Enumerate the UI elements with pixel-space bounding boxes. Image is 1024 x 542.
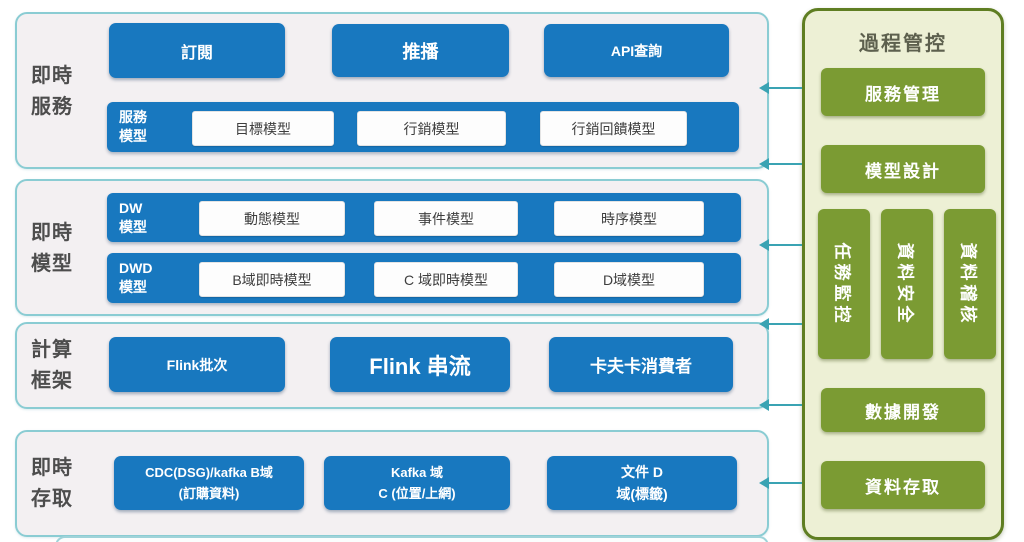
data-security-node: 資料安全 [881, 209, 933, 359]
service-management-node: 服務管理 [821, 68, 985, 116]
section-label-line1: 計算 [31, 339, 73, 361]
arrowhead-icon [759, 82, 769, 94]
task-monitoring-node: 任務監控 [818, 209, 870, 359]
kafka-consumer-node: 卡夫卡消費者 [549, 337, 733, 392]
data-access-node: 資料存取 [821, 461, 985, 509]
section-realtime-access: 即時 存取 CDC(DSG)/kafka B域 (訂購資料) Kafka 域 C… [15, 430, 769, 537]
node-line2: C (位置/上網) [378, 486, 456, 501]
dwd-model-bar: DWD 模型 B域即時模型 C 域即時模型 D域模型 [107, 253, 741, 303]
section-realtime-model: 即時 模型 DW 模型 動態模型 事件模型 時序模型 DWD 模型 B域即時模型… [15, 179, 769, 316]
section-realtime-service: 即時 服務 訂閱 推播 API查詢 服務 模型 目標模型 行銷模型 行銷回饋模型 [15, 12, 769, 169]
cropped-next-section-edge [55, 536, 769, 542]
section-label-line1: 即時 [31, 457, 73, 479]
arrowhead-icon [759, 477, 769, 489]
node-line2: (訂購資料) [178, 486, 240, 501]
service-model-bar: 服務 模型 目標模型 行銷模型 行銷回饋模型 [107, 102, 739, 152]
cdc-kafka-b-domain-node: CDC(DSG)/kafka B域 (訂購資料) [114, 456, 304, 510]
subscribe-node: 訂閱 [109, 23, 285, 78]
node-line2: 域(標籤) [616, 486, 668, 502]
vertical-label: 資料安全 [895, 242, 915, 326]
flink-streaming-node: Flink 串流 [330, 337, 510, 392]
model-design-node: 模型設計 [821, 145, 985, 193]
process-control-panel: 過程管控 服務管理 模型設計 任務監控 資料安全 資料稽核 數據開發 資料存取 [802, 8, 1004, 540]
flow-arrow [759, 239, 802, 251]
section-label-line1: 即時 [31, 222, 73, 244]
section-label-computing-framework: 計算 框架 [31, 335, 73, 397]
dynamic-model-node: 動態模型 [199, 201, 345, 236]
node-line1: Kafka 域 [390, 465, 444, 480]
flow-arrow [759, 158, 802, 170]
arrowhead-icon [759, 239, 769, 251]
section-label-realtime-model: 即時 模型 [31, 218, 73, 280]
c-domain-realtime-model-node: C 域即時模型 [374, 262, 518, 297]
node-line1: 文件 D [621, 464, 663, 480]
d-domain-model-node: D域模型 [554, 262, 704, 297]
push-node: 推播 [332, 24, 509, 77]
vertical-label: 資料稽核 [958, 242, 978, 326]
section-label-realtime-service: 即時 服務 [31, 61, 73, 123]
flow-arrow [759, 318, 802, 330]
b-domain-realtime-model-node: B域即時模型 [199, 262, 345, 297]
arrowhead-icon [759, 318, 769, 330]
bar-label-line2: 模型 [119, 218, 147, 235]
dw-model-bar-label: DW 模型 [119, 199, 147, 237]
arrowhead-icon [759, 399, 769, 411]
flow-arrow [759, 477, 802, 489]
target-model-node: 目標模型 [192, 111, 334, 146]
bar-label-line1: 服務 [119, 109, 147, 125]
marketing-feedback-model-node: 行銷回饋模型 [540, 111, 687, 146]
bar-label-line2: 模型 [119, 128, 147, 144]
marketing-model-node: 行銷模型 [357, 111, 506, 146]
flink-batch-node: Flink批次 [109, 337, 285, 392]
section-label-line2: 服務 [31, 96, 73, 118]
bar-label-line1: DWD [119, 260, 153, 276]
arrowhead-icon [759, 158, 769, 170]
document-d-domain-node: 文件 D 域(標籤) [547, 456, 737, 510]
data-development-node: 數據開發 [821, 388, 985, 432]
bar-label-line2: 模型 [119, 279, 147, 295]
bar-label-line1: DW [119, 199, 143, 216]
timeseries-model-node: 時序模型 [554, 201, 704, 236]
section-label-realtime-access: 即時 存取 [31, 453, 73, 515]
kafka-domain-node: Kafka 域 C (位置/上網) [324, 456, 510, 510]
node-line1: CDC(DSG)/kafka B域 [145, 465, 273, 480]
section-label-line2: 存取 [31, 488, 73, 510]
section-label-line2: 框架 [31, 370, 73, 392]
vertical-label: 任務監控 [832, 242, 852, 326]
section-computing-framework: 計算 框架 Flink批次 Flink 串流 卡夫卡消費者 [15, 322, 769, 409]
flow-arrow [759, 82, 802, 94]
section-label-line2: 模型 [31, 253, 73, 275]
data-audit-node: 資料稽核 [944, 209, 996, 359]
flow-arrow [759, 399, 802, 411]
dwd-model-bar-label: DWD 模型 [119, 259, 152, 297]
event-model-node: 事件模型 [374, 201, 518, 236]
section-label-line1: 即時 [31, 65, 73, 87]
dw-model-bar: DW 模型 動態模型 事件模型 時序模型 [107, 193, 741, 242]
panel-title: 過程管控 [859, 33, 947, 55]
api-query-node: API查詢 [544, 24, 729, 77]
service-model-bar-label: 服務 模型 [119, 108, 147, 146]
